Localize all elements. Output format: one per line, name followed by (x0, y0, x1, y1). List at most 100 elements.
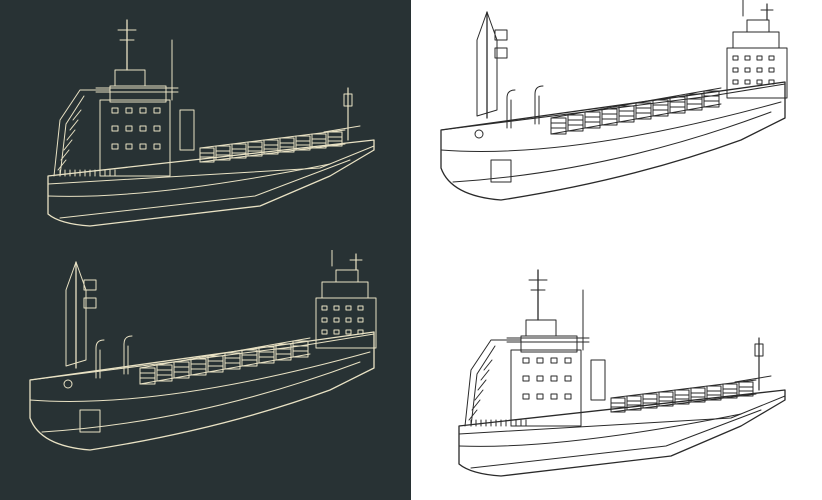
window (536, 357, 544, 364)
ship-bow-view-dark (0, 250, 411, 500)
ship-lines (440, 0, 788, 201)
window (321, 317, 328, 323)
window (111, 143, 119, 150)
window (536, 393, 544, 400)
window (768, 67, 775, 73)
window (744, 67, 751, 73)
waterline (47, 163, 331, 197)
window (732, 79, 739, 85)
window (536, 375, 544, 382)
ship-drawing (0, 250, 411, 500)
window (357, 305, 364, 311)
cargo-hatch (703, 90, 720, 108)
superstructure (99, 99, 171, 177)
window (357, 317, 364, 323)
hatch-coaming (610, 379, 757, 399)
funnel (179, 109, 195, 151)
window (768, 55, 775, 61)
ventilator (95, 339, 105, 379)
window (756, 79, 763, 85)
window (357, 329, 364, 335)
wheelhouse (114, 69, 146, 87)
hatch-coaming (610, 393, 757, 413)
window (522, 375, 530, 382)
hatch-coaming (139, 337, 311, 369)
mast-light-box (83, 297, 97, 309)
window (139, 125, 147, 132)
window (139, 107, 147, 114)
cargo-hatch (275, 343, 292, 361)
window (550, 375, 558, 382)
hatch-coaming (550, 87, 722, 119)
cargo-hatch (224, 352, 241, 370)
cargo-hatch (669, 96, 686, 114)
cargo-hatch (722, 383, 738, 399)
cargo-hatch (327, 131, 343, 147)
hull-line (59, 159, 351, 219)
hatch-coaming (199, 143, 346, 163)
ship-drawing (411, 0, 822, 250)
waterline (29, 351, 371, 402)
cargo-hatch (173, 361, 190, 379)
window (333, 305, 340, 311)
cargo-hatch (550, 117, 567, 135)
crane-jib (53, 89, 111, 177)
wheelhouse (746, 19, 770, 33)
crane-strut (72, 109, 82, 121)
window (333, 317, 340, 323)
window (564, 393, 572, 400)
crane-strut (60, 149, 70, 161)
window (153, 125, 161, 132)
dark-blueprint-panel (0, 0, 411, 500)
window (564, 375, 572, 382)
crane-strut (474, 389, 484, 401)
window (550, 357, 558, 364)
ship-drawing (411, 250, 822, 500)
ship-lines (47, 19, 375, 227)
cargo-hatch (215, 145, 231, 161)
cargo-hatch (652, 99, 669, 117)
cargo-hatch (247, 141, 263, 157)
hull-line (41, 361, 361, 433)
deck-edge (47, 145, 375, 185)
window (744, 79, 751, 85)
window (125, 143, 133, 150)
crane-strut (471, 399, 481, 411)
cargo-hatch (156, 364, 173, 382)
hatch-coaming (139, 353, 311, 385)
funnel (590, 359, 606, 401)
cargo-hatch (263, 139, 279, 155)
window (522, 357, 530, 364)
wheelhouse (335, 269, 359, 283)
cargo-hatch (642, 393, 658, 409)
ventilator (534, 85, 544, 125)
window (345, 305, 352, 311)
cargo-hatch (618, 105, 635, 123)
window (333, 329, 340, 335)
cargo-hatch (295, 135, 311, 151)
hatch-coaming (199, 129, 346, 149)
foremast-frame (476, 11, 498, 117)
hawse-pipe (474, 129, 484, 139)
bow-mast-light (343, 93, 353, 107)
deck-edge (458, 395, 786, 435)
hull-line (452, 111, 772, 183)
window (321, 305, 328, 311)
cargo-hatch (567, 114, 584, 132)
cargo-hatch (139, 367, 156, 385)
mast-light-box (83, 279, 97, 291)
ship-drawing (0, 0, 411, 250)
cargo-hatch (279, 137, 295, 153)
light-blueprint-panel (411, 0, 822, 500)
forecastle-rail (734, 375, 772, 383)
window (345, 329, 352, 335)
cargo-hatch (199, 147, 215, 163)
cargo-hatch (207, 355, 224, 373)
cargo-hatch (292, 340, 309, 358)
ship-bow-view-light (411, 0, 822, 250)
window (345, 317, 352, 323)
cargo-hatch (311, 133, 327, 149)
hawse-pipe (63, 379, 73, 389)
window (522, 393, 530, 400)
